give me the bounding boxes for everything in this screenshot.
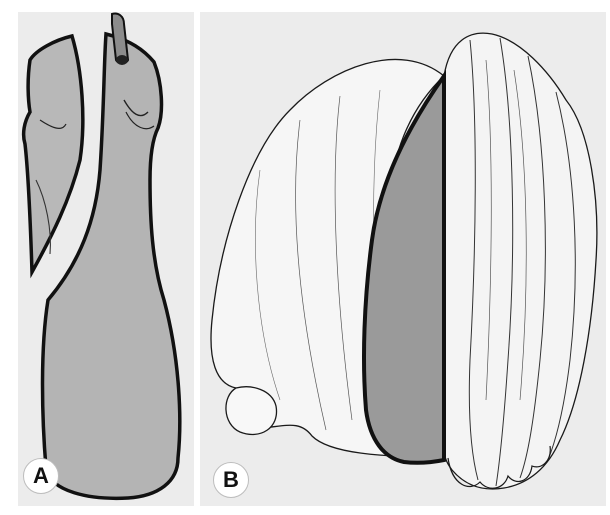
panel-a-label: A [23,458,59,494]
panel-b-nub [226,387,277,435]
panel-a-drawing [24,13,180,498]
panel-a-stem-tip [116,55,128,65]
panel-b-label: B [213,462,249,498]
panel-b-drawing [211,33,597,489]
panel-b-right-lobe [444,33,597,489]
panel-a-left-flap [24,36,83,272]
